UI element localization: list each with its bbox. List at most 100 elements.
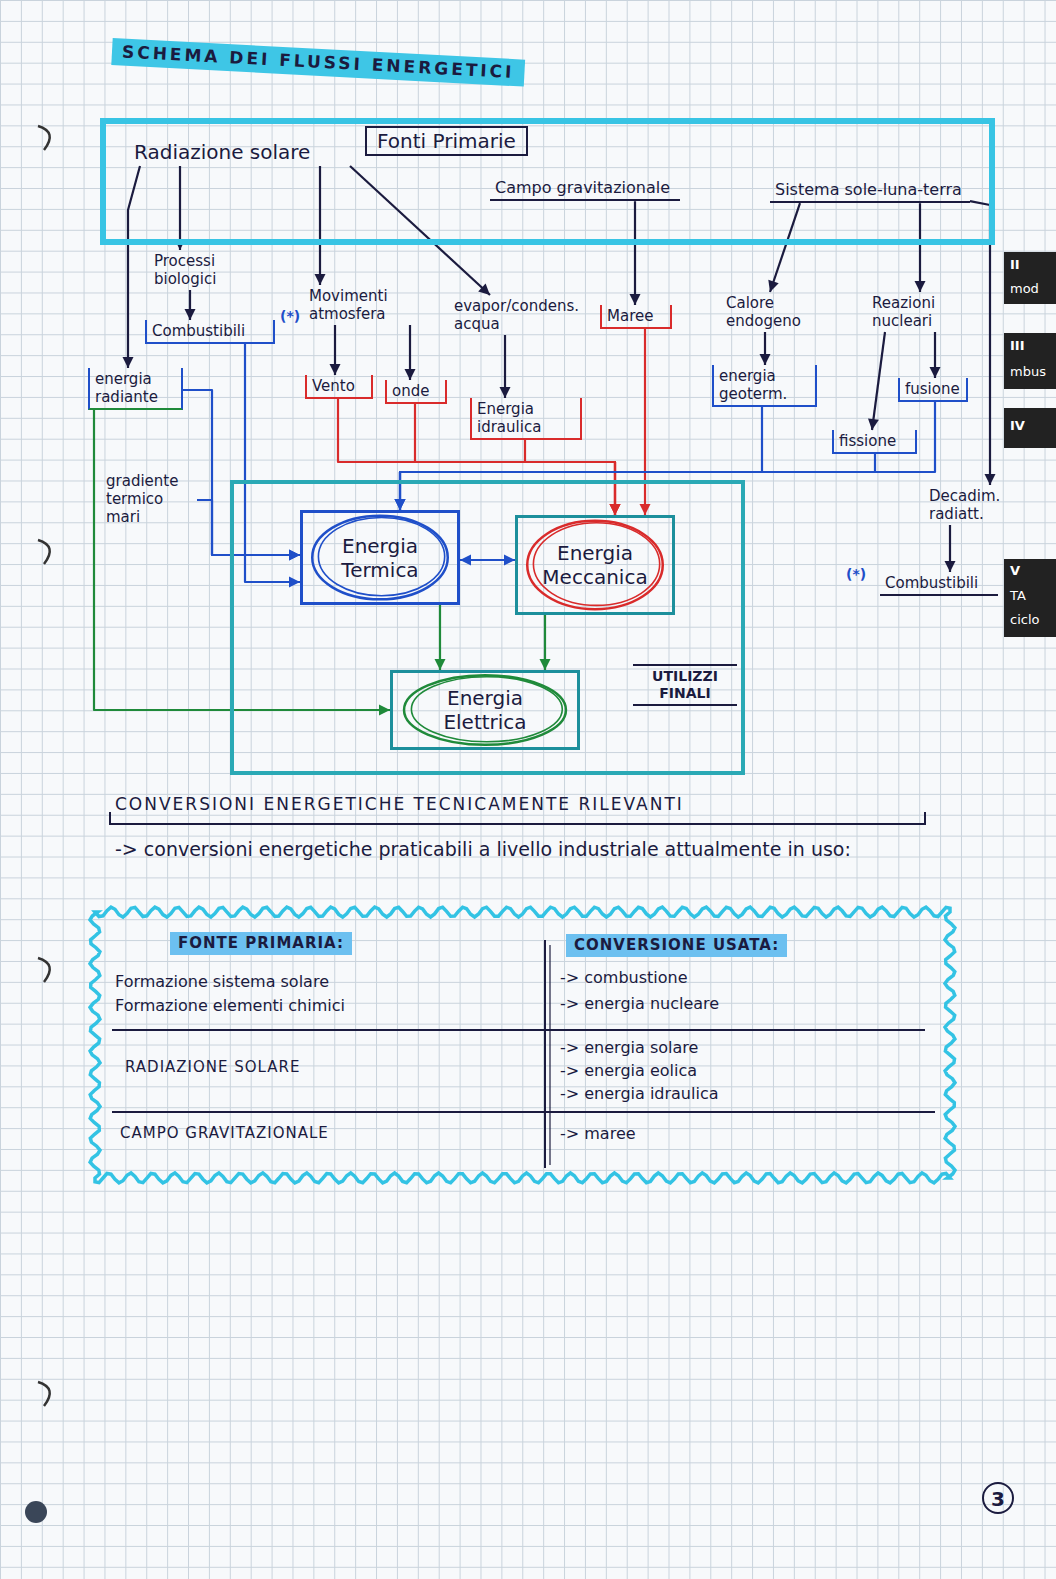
flow-line [128,166,140,368]
table-cell: CAMPO GRAVITAZIONALE [120,1124,329,1143]
flow-arrow [930,332,941,378]
process-box: Processi biologici [150,250,250,290]
scribble-ring [527,521,663,609]
flow-arrow [630,201,641,305]
table-rule [544,940,546,1168]
final-use-region: UTILIZZI FINALIEnergia TermicaEnergia Me… [230,480,745,775]
table-header: CONVERSIONE USATA: [566,934,787,957]
flow-arrow [540,615,551,670]
flow-line [525,440,615,515]
node-text: Energia Elettrica [407,686,563,734]
node-text: energia radiante [95,370,176,406]
flow-arrow [183,390,300,561]
arrow-head [395,499,406,510]
resource-box: energia geoterm. [712,365,817,407]
flow-line [644,329,646,515]
page-tab-text: II [1010,257,1020,273]
energy-box: Energia Meccanica [515,515,675,615]
node-text: onde [392,382,440,400]
process-box: Reazioni nucleari [868,292,973,332]
table-header: FONTE PRIMARIA: [170,932,352,955]
node-text: Vento [312,377,366,395]
node-text: fissione [839,432,910,450]
node-text: Energia Meccanica [532,541,658,589]
binder-hole [38,540,50,564]
arrow-head [405,369,416,380]
process-box: Movimenti atmosfera [305,285,430,325]
flow-line [872,332,885,430]
flow-arrow [640,329,651,515]
arrow-head [610,504,621,515]
page-tab [1004,559,1056,637]
table-cell: -> combustione [560,968,688,988]
table-cell: -> maree [560,1124,636,1144]
arrow-head [435,659,446,670]
flow-line [319,166,321,285]
source-box: Campo gravitazionale [490,176,680,201]
flow-arrow [525,440,621,515]
arrow-head [630,294,641,305]
arrow-head [915,281,926,292]
source-box: Sistema sole-luna-terra [770,178,970,203]
flow-line [350,166,490,295]
table-cell: RADIAZIONE SOLARE [125,1058,300,1077]
arrow-head [640,504,651,515]
arrow-head [395,499,406,510]
arrow-head [289,550,300,561]
arrow-head [478,284,490,296]
flow-arrow [338,399,621,515]
node-text: Decadim. radiatt. [929,487,1016,523]
flow-line [245,344,300,582]
flow-line [197,500,300,555]
page-tab [1004,333,1056,389]
flow-line [183,390,300,555]
node-text: evapor/condens. acqua [454,297,579,333]
source-band: Fonti PrimarieRadiazione solareCampo gra… [100,118,995,245]
page-tab [1004,252,1056,304]
process-box: evapor/condens. acqua [450,295,583,335]
arrow-head [500,387,511,398]
arrow-head [289,577,300,588]
page-tab-text: III [1010,338,1025,354]
resource-box: onde [385,380,447,404]
resource-box: Energia idraulica [470,398,582,440]
wavy-frame [90,907,955,1183]
table-rule [549,945,550,1165]
node-text: Calore endogeno [726,294,813,330]
flow-arrow [760,332,771,365]
resource-box: Combustibili [880,572,998,596]
node-text: Radiazione solare [134,140,351,164]
table-rule [112,1029,925,1031]
flow-arrow [350,166,490,295]
node-text: Campo gravitazionale [495,178,675,197]
resource-box: fissione [832,430,917,454]
arrow-head [868,418,879,430]
binder-hole [38,126,50,150]
node-text: Maree [607,307,665,325]
flow-arrow [500,335,511,398]
arrow-head [379,705,390,716]
flow-arrow [405,325,416,380]
scribble-ring [312,516,448,600]
flow-arrow [315,166,326,285]
flow-arrow [245,344,300,588]
resource-box: fusione [898,378,968,402]
arrow-head [540,659,551,670]
node-text: fusione [905,380,961,398]
binder-hole [25,1501,47,1523]
flow-line [919,203,921,292]
node-text: gradiente termico mari [106,472,193,526]
arrow-head [610,504,621,515]
arrow-head [985,474,996,485]
resource-box: energia radiante [88,368,183,410]
table-cell: -> energia solare [560,1038,698,1058]
node-text: Energia idraulica [477,400,575,436]
node-text: Energia Termica [317,534,443,582]
flow-line [179,166,181,250]
page-tab-text: TA [1010,588,1026,604]
source-box: Radiazione solare [130,138,355,166]
arrow-head [185,309,196,320]
arrow-head [123,357,134,368]
